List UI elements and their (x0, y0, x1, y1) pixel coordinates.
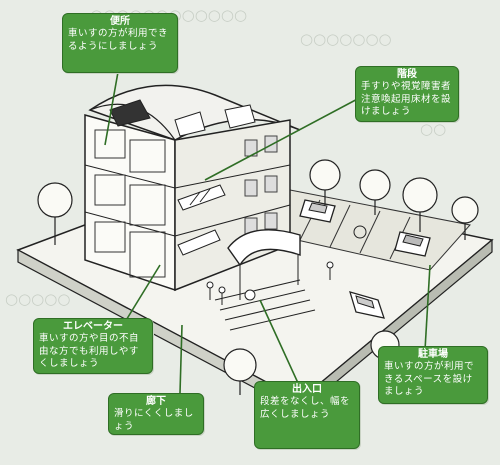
callout-entrance: 出入口 段差をなくし、幅を広くしましょう (254, 381, 360, 449)
callout-title: 階段 (397, 69, 417, 80)
people (206, 261, 334, 305)
callout-body: 段差をなくし、幅を広くしましょう (260, 396, 351, 420)
bg-text: ○○○○○ (5, 290, 71, 308)
callout-stairs: 階段 手すりや視覚障害者注意喚起用床材を設けましょう (355, 66, 459, 122)
callout-title: 廊下 (146, 396, 166, 407)
callout-toilet: 便所 車いすの方が利用できるようにしましょう (62, 13, 178, 73)
building (84, 84, 301, 292)
callout-corridor: 廊下 滑りにくくしましょう (108, 393, 204, 435)
callout-body: 車いすの方が利用できるスペースを設けましょう (384, 361, 475, 397)
callout-title: エレベーター (63, 321, 123, 332)
bg-text: ○○○○○○○ (300, 30, 392, 48)
callout-body: 滑りにくくしましょう (114, 408, 194, 432)
callout-title: 駐車場 (418, 349, 448, 360)
callout-body: 車いすの方が利用できるようにしましょう (68, 28, 169, 52)
callout-body: 手すりや視覚障害者注意喚起用床材を設けましょう (361, 81, 452, 117)
callout-title: 便所 (110, 16, 130, 27)
entrance-canopy (214, 229, 316, 331)
bg-text: ○○ (420, 120, 447, 138)
car (394, 231, 431, 257)
callout-elevator: エレベーター 車いすの方や目の不自由な方でも利用しやすくしましょう (33, 318, 153, 374)
leader-lines (104, 71, 431, 394)
callout-body: 車いすの方や目の不自由な方でも利用しやすくしましょう (39, 333, 140, 369)
callout-title: 出入口 (292, 384, 322, 395)
callout-parking: 駐車場 車いすの方が利用できるスペースを設けましょう (378, 346, 488, 404)
car (349, 291, 385, 319)
